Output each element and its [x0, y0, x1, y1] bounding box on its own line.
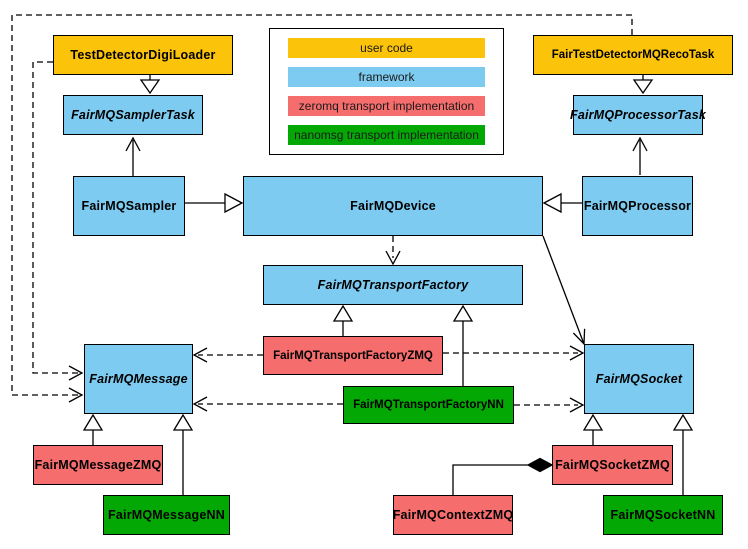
node-label: FairMQDevice: [350, 199, 436, 213]
legend-item-zeromq: zeromq transport implementation: [288, 96, 485, 116]
edge-tfnn-message-dependency: [192, 396, 343, 412]
edge-tfnn-socket-dependency: [514, 397, 585, 413]
node-label: FairTestDetectorMQRecoTask: [551, 49, 715, 61]
node-fairmq-transport-factory: FairMQTransportFactory: [263, 265, 523, 305]
edge-digiloader-samplertask-inheritance: [139, 75, 161, 95]
edge-tfnn-transportfactory-inheritance: [452, 304, 474, 386]
node-label: FairMQSampler: [81, 199, 177, 213]
edge-messagezmq-message-inheritance: [82, 413, 104, 445]
node-fairmq-sampler-task: FairMQSamplerTask: [63, 95, 203, 135]
edge-tfzmq-transportfactory-inheritance: [332, 304, 354, 336]
node-label: FairMQMessageZMQ: [34, 458, 162, 472]
node-fairmq-processor-task: FairMQProcessorTask: [569, 95, 707, 135]
node-fairmq-transport-factory-zmq: FairMQTransportFactoryZMQ: [263, 336, 443, 375]
edge-tfzmq-socket-dependency: [443, 345, 585, 361]
node-label: FairMQProcessorTask: [569, 108, 707, 122]
legend-label: framework: [358, 70, 415, 84]
edge-socketzmq-contextzmq-composition: [452, 457, 554, 495]
edge-device-transportfactory-dependency: [385, 236, 401, 266]
edge-messagenn-message-inheritance: [172, 413, 194, 495]
node-label: FairMQSocketNN: [610, 508, 716, 522]
node-fairmq-device: FairMQDevice: [243, 176, 543, 236]
edge-sampler-device-inheritance: [185, 192, 244, 214]
node-fairmq-socket-zmq: FairMQSocketZMQ: [552, 445, 673, 485]
node-fairmq-message: FairMQMessage: [84, 344, 193, 414]
node-label: FairMQTransportFactory: [317, 278, 469, 292]
edge-processor-device-inheritance: [542, 192, 582, 214]
node-label: TestDetectorDigiLoader: [70, 48, 216, 62]
node-fairmq-socket: FairMQSocket: [584, 344, 694, 414]
node-label: FairMQContextZMQ: [392, 508, 514, 522]
node-fairmq-socket-nn: FairMQSocketNN: [603, 495, 723, 535]
node-fairmq-message-zmq: FairMQMessageZMQ: [33, 445, 163, 485]
edge-recotask-message-dependency: [11, 14, 633, 403]
node-fairmq-sampler: FairMQSampler: [73, 176, 185, 236]
edge-tfzmq-message-dependency: [192, 347, 263, 363]
node-label: FairMQMessageNN: [108, 508, 225, 522]
node-fair-test-detector-mq-reco-task: FairTestDetectorMQRecoTask: [533, 35, 733, 75]
legend-item-framework: framework: [288, 67, 485, 87]
legend-label: zeromq transport implementation: [298, 99, 475, 113]
edge-sampler-samplertask-association: [125, 136, 141, 176]
node-label: FairMQSocketZMQ: [555, 458, 670, 472]
node-label: FairMQProcessor: [583, 199, 692, 213]
node-label: FairMQMessage: [89, 372, 188, 386]
legend-label: nanomsg transport implementation: [294, 128, 479, 142]
legend-label: user code: [360, 41, 413, 55]
node-label: FairMQSamplerTask: [71, 108, 195, 122]
node-label: FairMQSocket: [595, 372, 683, 386]
node-fairmq-context-zmq: FairMQContextZMQ: [393, 495, 513, 535]
edge-digiloader-message-dependency: [32, 61, 84, 381]
edge-socketnn-socket-inheritance: [672, 413, 694, 495]
node-label: FairMQTransportFactoryZMQ: [273, 349, 433, 362]
node-fairmq-transport-factory-nn: FairMQTransportFactoryNN: [343, 386, 514, 424]
node-label: FairMQTransportFactoryNN: [353, 399, 504, 411]
edge-socketzmq-socket-inheritance: [582, 413, 604, 445]
legend-item-nanomsg: nanomsg transport implementation: [288, 125, 485, 145]
node-fairmq-processor: FairMQProcessor: [582, 176, 693, 236]
edge-recotask-processortask-inheritance: [632, 75, 654, 95]
node-test-detector-digi-loader: TestDetectorDigiLoader: [53, 35, 233, 75]
legend-item-user-code: user code: [288, 38, 485, 58]
node-fairmq-message-nn: FairMQMessageNN: [103, 495, 230, 535]
edge-device-socket-association: [542, 235, 586, 346]
edge-processor-processortask-association: [632, 136, 648, 175]
legend: user code framework zeromq transport imp…: [269, 28, 504, 155]
